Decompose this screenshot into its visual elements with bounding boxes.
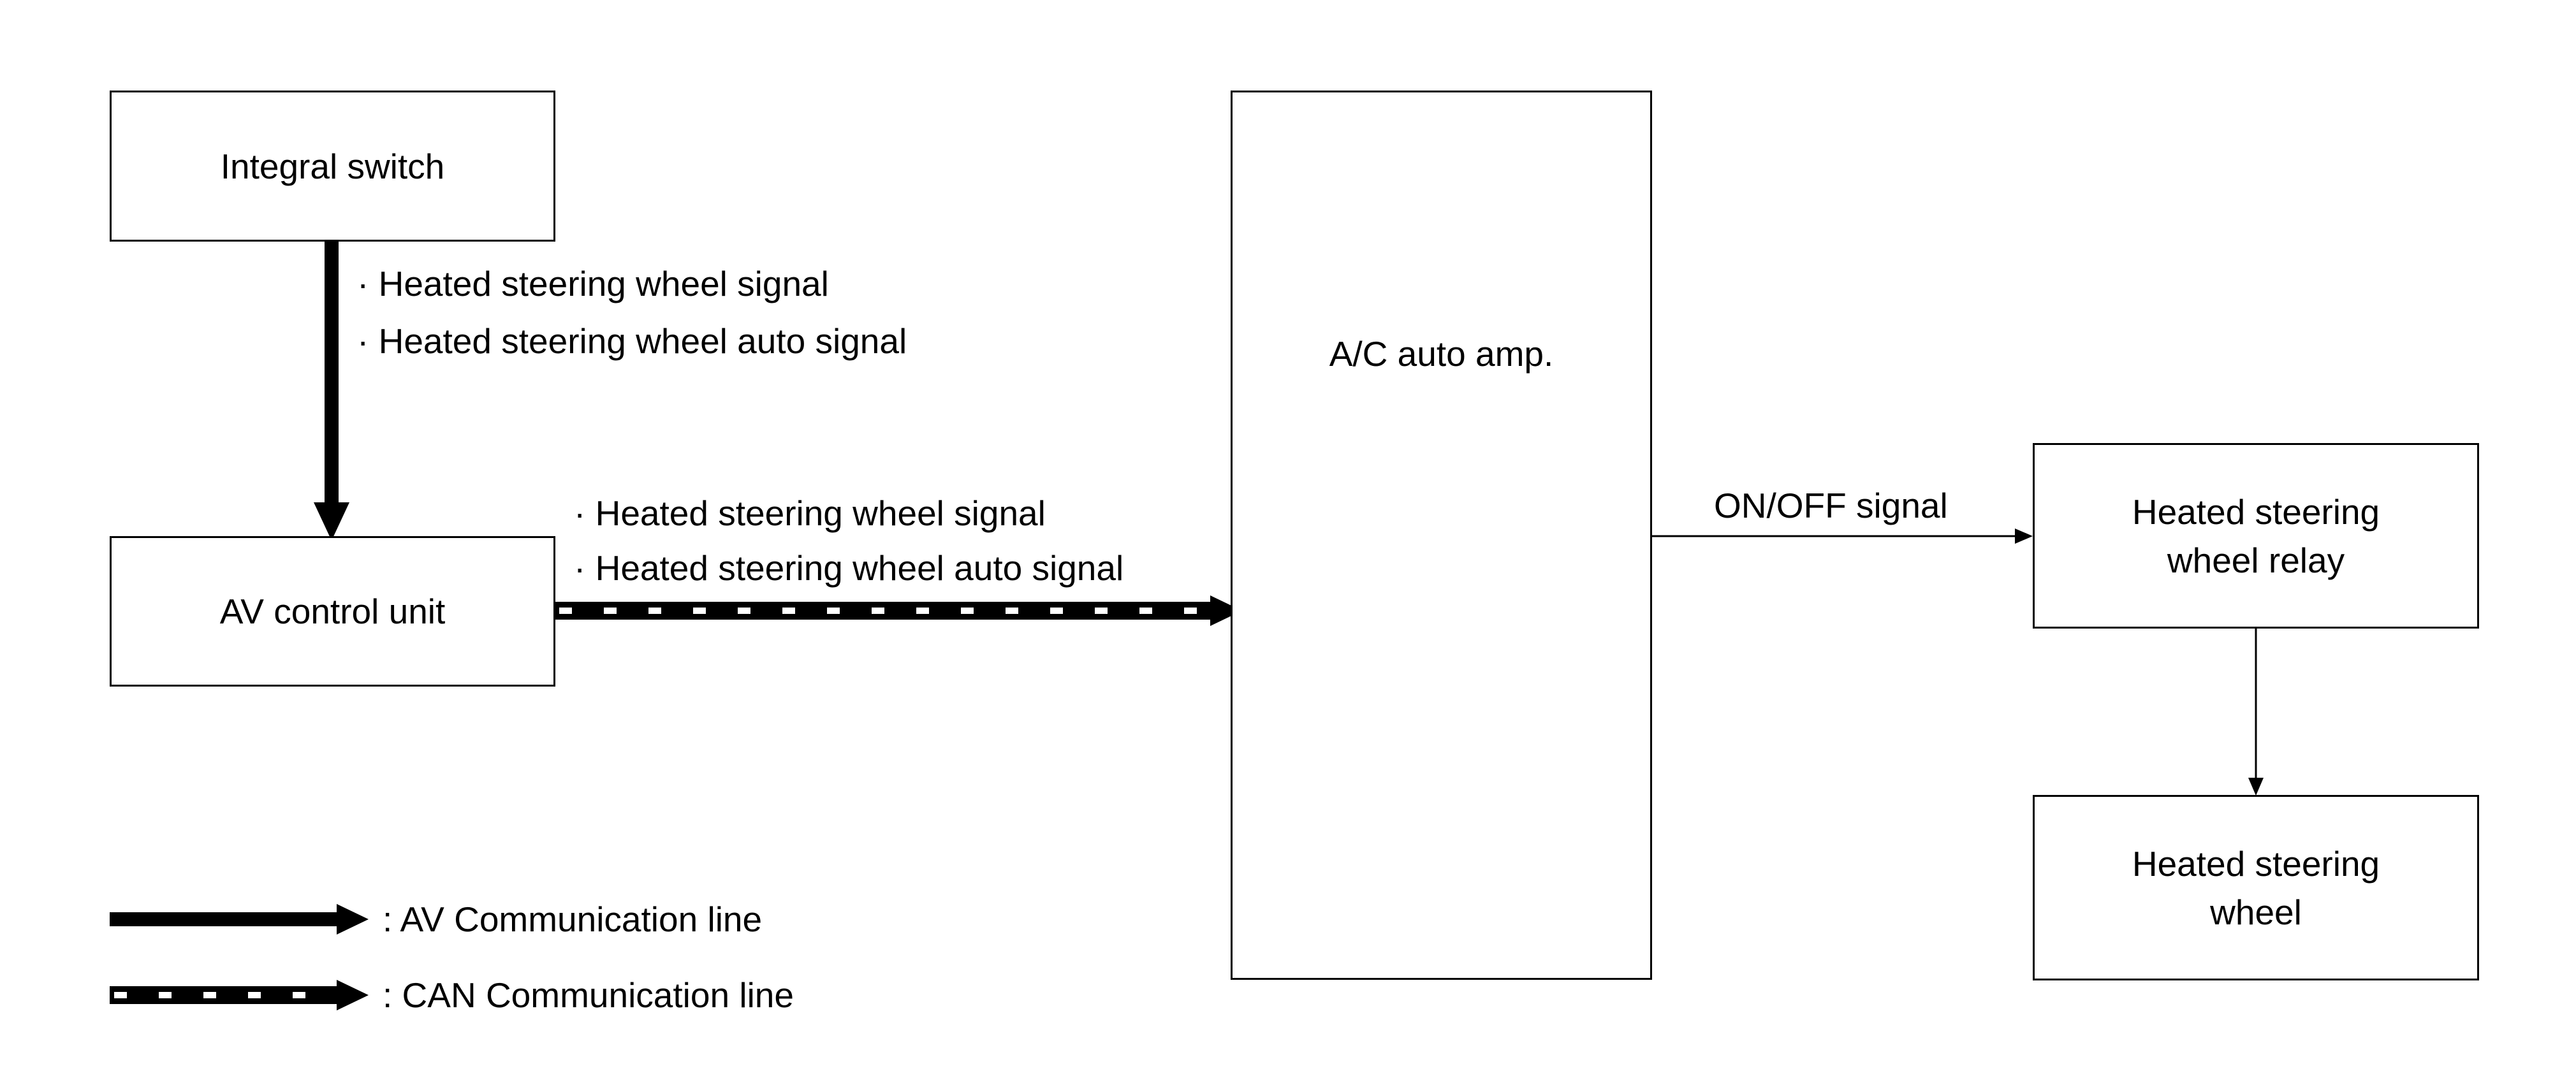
switch-signal-1: · Heated steering wheel signal <box>357 264 829 303</box>
legend-av-line-label: : AV Communication line <box>383 899 763 939</box>
heated-steering-wheel-relay-box: Heated steering wheel relay <box>2033 443 2479 629</box>
integral-switch-label: Integral switch <box>220 146 445 186</box>
legend-av-line-symbol <box>110 904 369 935</box>
ac-auto-amp-label: A/C auto amp. <box>1329 333 1554 374</box>
legend-can-line-label: : CAN Communication line <box>383 975 794 1015</box>
on-off-signal-arrow <box>1651 528 2033 544</box>
heated-steering-wheel-relay-label: Heated steering wheel relay <box>2132 492 2380 580</box>
ac-auto-amp-box: A/C auto amp. <box>1231 91 1652 980</box>
relay-output-arrow <box>2248 628 2264 796</box>
legend-can-line-symbol <box>110 980 369 1010</box>
av-control-unit-box: AV control unit <box>110 536 555 687</box>
heated-steering-wheel-box: Heated steering wheel <box>2033 795 2479 980</box>
switch-signal-2: · Heated steering wheel auto signal <box>357 321 907 361</box>
on-off-signal-label: ON/OFF signal <box>1714 486 1948 525</box>
integral-switch-box: Integral switch <box>110 91 555 242</box>
av-control-unit-label: AV control unit <box>219 592 446 631</box>
av-signal-2: · Heated steering wheel auto signal <box>574 548 1124 588</box>
av-signal-1: · Heated steering wheel signal <box>574 493 1046 533</box>
can-communication-arrow <box>555 595 1242 626</box>
av-communication-arrow <box>314 241 349 541</box>
heated-steering-wheel-label: Heated steering wheel <box>2132 843 2380 932</box>
